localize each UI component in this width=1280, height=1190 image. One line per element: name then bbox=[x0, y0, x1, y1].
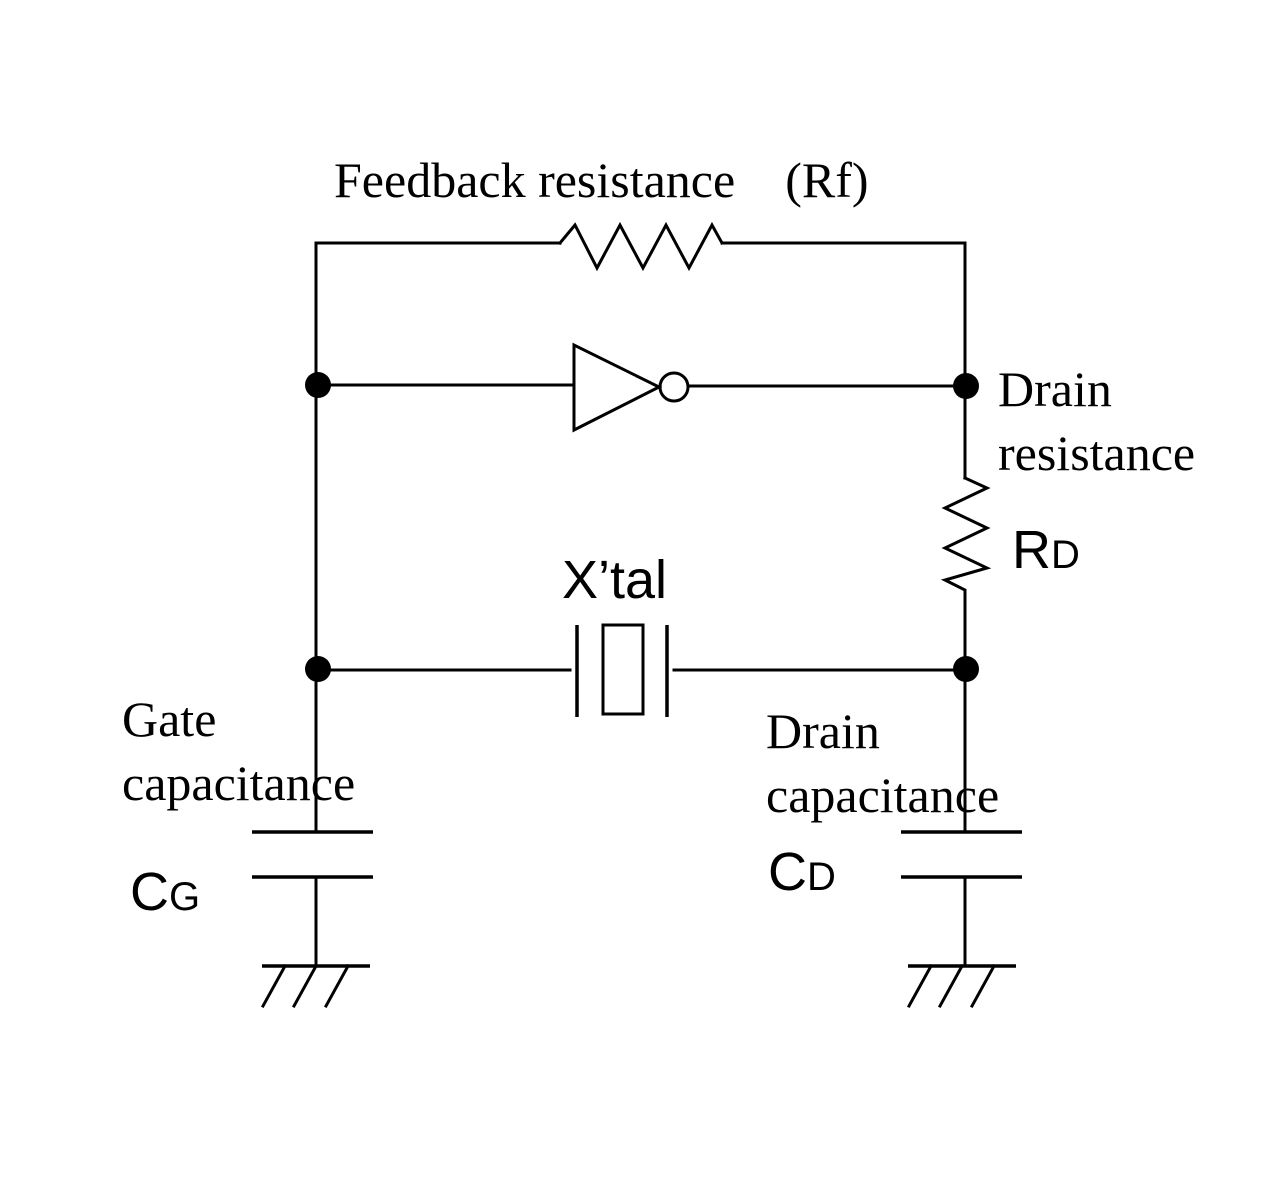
feedback-wire-left bbox=[314, 241, 562, 670]
gate-ground-icon bbox=[260, 963, 370, 1009]
inverter-bubble bbox=[658, 371, 690, 403]
junction-node-drain-top bbox=[953, 373, 979, 399]
feedback-resistance-label: Feedback resistance (Rf) bbox=[334, 152, 869, 208]
cg-main: C bbox=[130, 862, 169, 922]
crystal-label: X’tal bbox=[562, 550, 667, 610]
drain-resistance-label-line2: resistance bbox=[998, 425, 1195, 481]
gate-capacitance-label-line1: Gate bbox=[122, 691, 216, 747]
drain-ground-icon bbox=[906, 963, 1016, 1009]
cg-symbol-label: CG bbox=[130, 862, 200, 922]
cd-subscript: D bbox=[807, 855, 836, 899]
gate-capacitor bbox=[252, 666, 373, 968]
feedback-resistor-branch bbox=[314, 221, 967, 670]
drain-capacitor bbox=[901, 666, 1022, 968]
cd-symbol-label: CD bbox=[768, 842, 836, 902]
rd-symbol-label: RD bbox=[1012, 520, 1080, 580]
drain-resistance-label-line1: Drain bbox=[998, 361, 1112, 417]
junction-node-gate-bottom bbox=[305, 656, 331, 682]
crystal-body bbox=[601, 623, 645, 716]
junction-node-gate-top bbox=[305, 372, 331, 398]
drain-resistor bbox=[940, 476, 992, 670]
junction-node-drain-bottom bbox=[953, 656, 979, 682]
rd-main: R bbox=[1012, 520, 1051, 580]
gate-capacitance-label-line2: capacitance bbox=[122, 755, 355, 811]
feedback-resistor-zigzag bbox=[557, 221, 725, 272]
drain-capacitance-label-line2: capacitance bbox=[766, 767, 999, 823]
inverter-branch bbox=[314, 342, 967, 433]
rd-subscript: D bbox=[1051, 533, 1080, 577]
cg-subscript: G bbox=[169, 875, 200, 919]
cd-main: C bbox=[768, 842, 807, 902]
inverter-triangle bbox=[572, 342, 663, 433]
feedback-wire-right bbox=[720, 241, 967, 480]
drain-resistor-zigzag bbox=[940, 476, 992, 670]
drain-capacitance-label-line1: Drain bbox=[766, 703, 880, 759]
crystal-branch bbox=[314, 623, 967, 717]
